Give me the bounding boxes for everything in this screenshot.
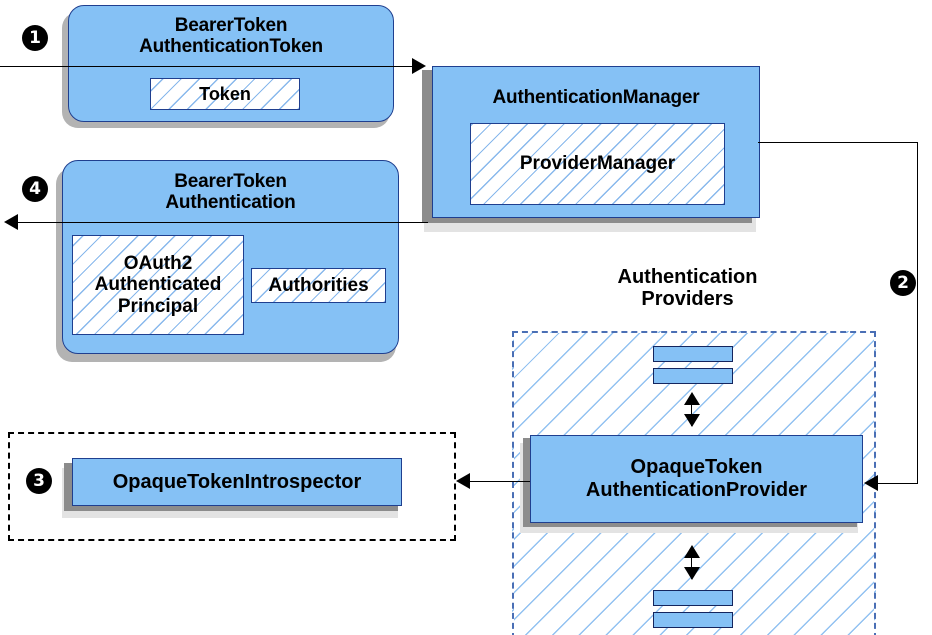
stacked-plates-icon-bottom-upper <box>653 590 733 606</box>
double-arrow-vertical-icon-bottom-shaft <box>691 547 692 579</box>
stacked-plates-icon-top-upper <box>653 346 733 362</box>
authentication-manager-title: AuthenticationManager <box>492 87 700 108</box>
sub-oauth2-authenticated-principal: OAuth2 Authenticated Principal <box>72 235 244 335</box>
connector-provider-to-introspector <box>470 481 530 482</box>
double-arrow-vertical-icon-bottom-head-down <box>684 567 700 580</box>
sub-authorities: Authorities <box>251 268 386 303</box>
connector-manager-to-provider-top <box>758 142 918 143</box>
double-arrow-vertical-icon-top-shaft <box>691 394 692 426</box>
arrow-left-icon-result <box>4 214 18 230</box>
node-opaque-token-introspector[interactable]: OpaqueTokenIntrospector <box>72 458 402 506</box>
step-badge-4: 4 <box>22 176 48 202</box>
double-arrow-vertical-icon-top-head-down <box>684 414 700 427</box>
sub-provider-manager: ProviderManager <box>470 123 725 205</box>
stacked-plates-icon-bottom-lower <box>653 612 733 628</box>
connector-result-out <box>18 222 428 223</box>
arrow-left-icon-to-introspector <box>456 473 470 489</box>
arrow-left-icon-to-provider <box>864 475 878 491</box>
node-bearer-token-authentication-token[interactable]: BearerToken AuthenticationToken <box>68 5 394 122</box>
connector-manager-to-provider-vertical <box>917 142 918 483</box>
authentication-providers-caption: Authentication Providers <box>617 266 758 311</box>
connector-manager-to-provider-bottom <box>878 483 918 484</box>
node-opaque-token-authentication-provider[interactable]: OpaqueToken AuthenticationProvider <box>530 435 863 523</box>
step-badge-3: 3 <box>26 468 52 494</box>
step-badge-1: 1 <box>22 25 48 51</box>
bearer-token-authentication-title: BearerToken Authentication <box>165 171 296 214</box>
bearer-token-authentication-token-title: BearerToken AuthenticationToken <box>139 15 323 58</box>
double-arrow-vertical-icon-top-head-up <box>684 392 700 405</box>
double-arrow-vertical-icon-bottom-head-up <box>684 545 700 558</box>
connector-request-in <box>0 66 416 67</box>
step-badge-2: 2 <box>890 270 916 296</box>
arrow-right-icon <box>412 58 426 74</box>
stacked-plates-icon-top-lower <box>653 368 733 384</box>
sub-token: Token <box>150 78 300 110</box>
